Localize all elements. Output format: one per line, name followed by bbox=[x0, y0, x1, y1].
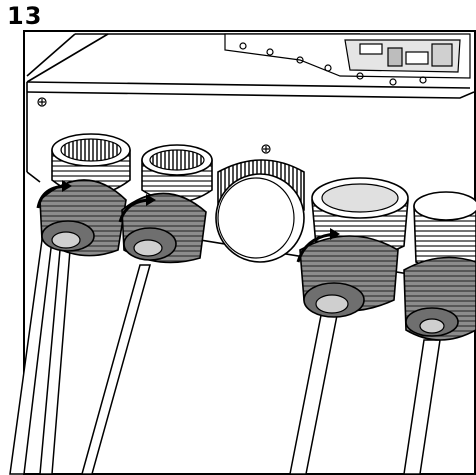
pcb-area bbox=[224, 33, 471, 86]
cable-gland-1 bbox=[9, 133, 131, 475]
rotation-arrow-icon bbox=[118, 194, 156, 223]
cable-gland-4 bbox=[289, 177, 409, 475]
blind-cap bbox=[215, 159, 305, 263]
rotation-arrow-icon bbox=[36, 180, 72, 209]
step-number: 13 bbox=[7, 2, 43, 30]
screw-icon bbox=[37, 97, 271, 154]
cable-gland-5 bbox=[403, 191, 476, 475]
enclosure bbox=[26, 33, 475, 183]
cable-gland-2 bbox=[81, 144, 213, 475]
rotation-arrow-icon bbox=[296, 228, 340, 263]
